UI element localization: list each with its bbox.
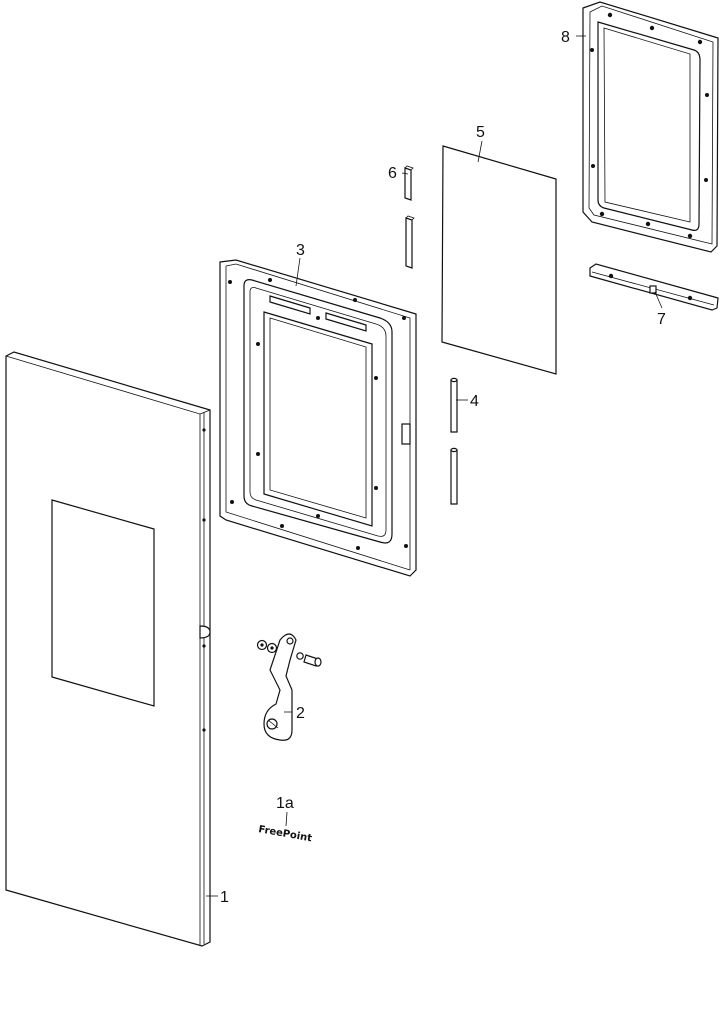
callout-6: 6 [388,165,397,182]
callout-2: 2 [296,705,305,722]
logo-badge-text: FreePoint [257,824,313,844]
part-6-strips [404,165,415,269]
part-4-pins [450,377,458,505]
part-3-chassis-frame [219,259,417,577]
leader-lines [206,35,663,897]
callout-7: 7 [657,311,666,328]
callout-8: 8 [561,29,570,46]
part-1a-logo-badge: FreePoint [257,824,313,844]
callout-3: 3 [296,242,305,259]
part-5-glass-panel [441,145,557,375]
callout-labels: 8 7 5 6 3 4 2 1a 1 [220,29,666,906]
callout-1: 1 [220,889,229,906]
callout-1a: 1a [276,795,294,812]
callout-4: 4 [470,393,479,410]
part-7-rail [589,263,719,311]
callout-5: 5 [476,124,485,141]
part-1-door-panel [5,351,211,947]
part-8-inner-frame [582,1,719,253]
part-2-hinge-bracket [256,633,322,741]
